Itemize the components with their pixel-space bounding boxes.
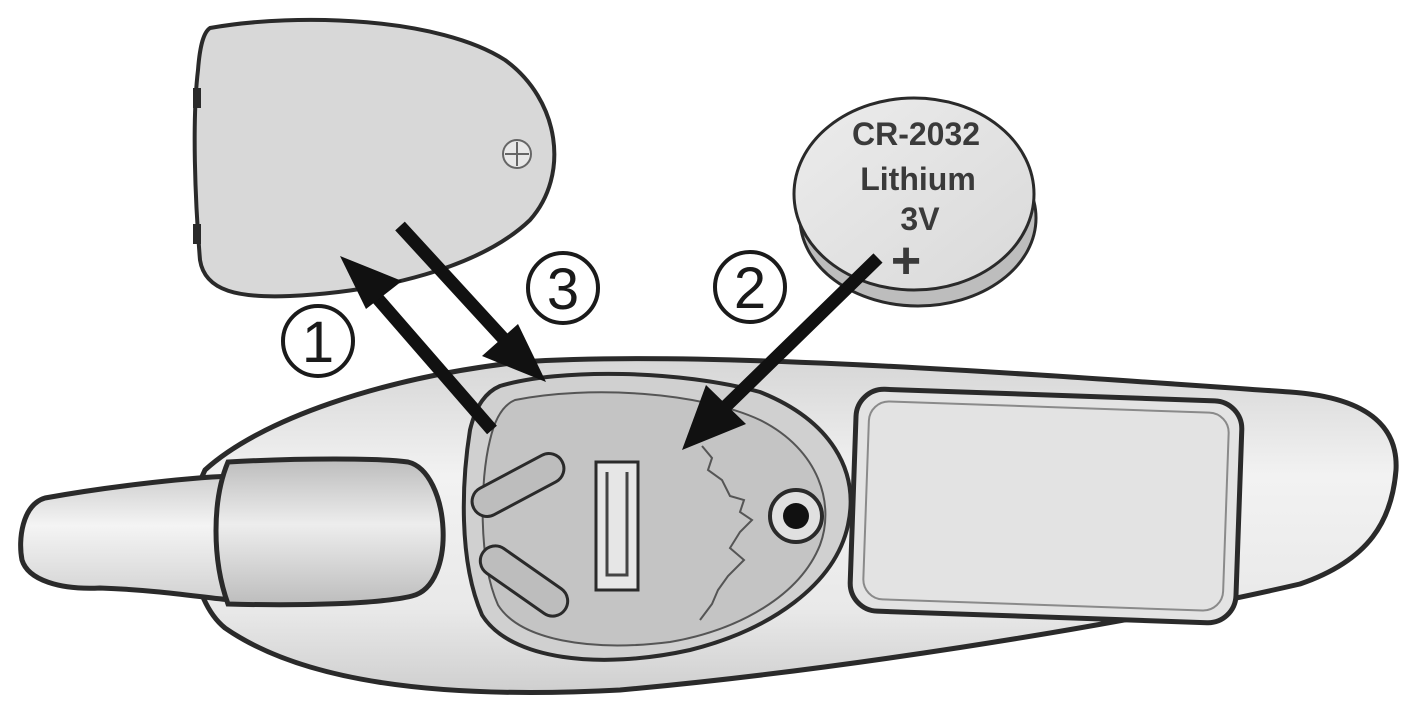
spring-contact xyxy=(594,460,640,592)
compartment-floor xyxy=(481,391,827,647)
battery-cover xyxy=(192,17,557,299)
screw-hole xyxy=(783,503,809,529)
arrow-step-2-head xyxy=(682,385,746,450)
step-arrows xyxy=(340,221,883,450)
battery-compartment xyxy=(461,371,853,662)
cover-screw-cross xyxy=(505,142,529,166)
battery-chemistry: Lithium xyxy=(860,161,976,197)
display-window-inner xyxy=(862,400,1230,612)
battery-model: CR-2032 xyxy=(852,116,980,152)
arrow-step-1 xyxy=(367,287,497,435)
step-1-number: 1 xyxy=(302,310,334,375)
battery-cover-shape xyxy=(192,17,557,299)
compartment-seam xyxy=(699,445,754,621)
contact-slot-upper xyxy=(470,452,566,518)
contact-slot-lower xyxy=(478,544,570,618)
arrow-step-1-head xyxy=(340,256,402,309)
arrow-step-3-head xyxy=(482,324,546,382)
step-3-number: 3 xyxy=(547,257,579,322)
probe-tip xyxy=(18,473,235,603)
step-labels: 1 3 2 xyxy=(281,250,787,378)
coin-battery-face xyxy=(792,96,1036,292)
step-2-badge xyxy=(713,250,787,324)
cover-tab-top xyxy=(193,88,201,108)
battery-voltage: 3V xyxy=(900,201,940,237)
display-window xyxy=(847,386,1245,626)
arrow-step-3 xyxy=(395,221,517,353)
battery-polarity: + xyxy=(891,232,921,290)
cover-tab-bottom xyxy=(193,224,201,244)
arrow-step-2 xyxy=(715,253,883,417)
step-3-badge xyxy=(526,251,600,325)
step-1-badge xyxy=(281,304,355,378)
step-2-number: 2 xyxy=(734,256,766,321)
spring-contact-clip xyxy=(605,472,629,577)
probe-collar xyxy=(213,456,446,608)
coin-battery: CR-2032 Lithium 3V + xyxy=(792,96,1038,308)
